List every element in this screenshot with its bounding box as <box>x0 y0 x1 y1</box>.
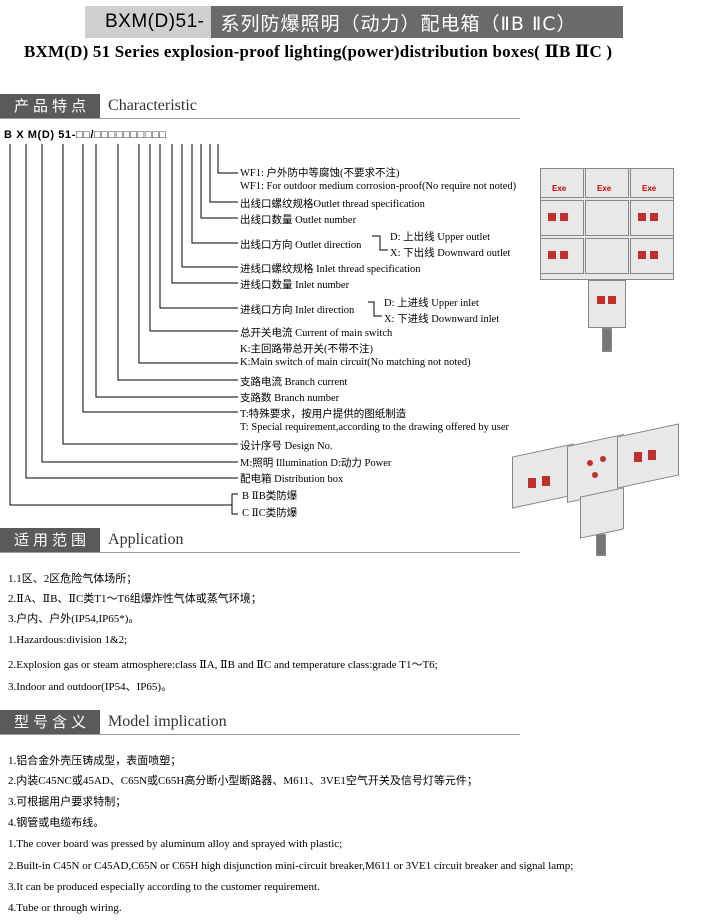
exe-mark: Exe <box>642 184 657 193</box>
application-item: 1.1区、2区危险气体场所； <box>8 573 138 585</box>
application-item: 2.Explosion gas or steam atmosphere:clas… <box>8 659 438 671</box>
label-wf1-cn: WF1: 户外防中等腐蚀(不要求不注) <box>240 168 400 179</box>
section-divider <box>0 118 520 119</box>
model-code-tree <box>9 144 388 515</box>
model-item: 3.可根据用户要求特制； <box>8 796 127 808</box>
exe-mark: Exe <box>597 184 612 193</box>
model-title: Model implication <box>108 713 227 730</box>
label-class-c: C ⅡC类防爆 <box>242 508 298 519</box>
label-inlet-thread: 进线口螺纹规格 Inlet thread specification <box>240 264 421 275</box>
model-item: 3.It can be produced especially accordin… <box>8 881 320 893</box>
label-inlet-x: X: 下进线 Downward inlet <box>384 314 500 325</box>
product-image-cross <box>512 423 692 556</box>
label-outlet-direction: 出线口方向 Outlet direction <box>240 240 362 251</box>
label-inlet-number: 进线口数量 Inlet number <box>240 280 350 291</box>
label-inlet-direction: 进线口方向 Inlet direction <box>240 305 355 316</box>
model-item: 2.内装C45NC或45AD、C65N或C65H高分断小型断路器、M611、3V… <box>8 775 478 787</box>
label-outlet-number: 出线口数量 Outlet number <box>240 215 357 226</box>
model-header: 型号含义 Model implication <box>0 710 227 734</box>
model-item: 4.钢管或电缆布线。 <box>8 817 105 829</box>
section-divider <box>0 552 520 553</box>
model-item: 1.铝合金外壳压铸成型，表面喷塑； <box>8 755 182 767</box>
application-item: 2.ⅡA、ⅡB、ⅡC类T1～T6组爆炸性气体或蒸气环境； <box>8 593 262 605</box>
label-m-d: M:照明 Illumination D:动力 Power <box>240 458 392 469</box>
model-item: 2.Built-in C45N or C45AD,C65N or C65H hi… <box>8 860 574 872</box>
model-item: 4.Tube or through wiring. <box>8 902 122 914</box>
title-cn: 系列防爆照明（动力）配电箱（ⅡB ⅡC） <box>210 6 623 38</box>
label-inlet-d: D: 上进线 Upper inlet <box>384 298 479 309</box>
label-branch-current: 支路电流 Branch current <box>240 377 348 388</box>
label-outlet-d: D: 上出线 Upper outlet <box>390 232 491 243</box>
label-t-en: T: Special requirement,according to the … <box>240 422 509 433</box>
label-main-switch-current: 总开关电流 Current of main switch <box>240 328 393 339</box>
label-t-cn: T:特殊要求，按用户提供的图纸制造 <box>240 409 407 420</box>
model-item: 1.The cover board was pressed by aluminu… <box>8 838 343 850</box>
label-wf1-en: WF1: For outdoor medium corrosion-proof(… <box>240 181 517 192</box>
characteristic-header: 产品特点 Characteristic <box>0 94 197 118</box>
title-banner: BXM(D)51- 系列防爆照明（动力）配电箱（ⅡB ⅡC） <box>85 6 623 38</box>
label-branch-number: 支路数 Branch number <box>240 393 340 404</box>
application-item: 1.Hazardous:division 1&2; <box>8 634 128 646</box>
model-code: B X M(D) 51-□□/□□□□□□□□□□ <box>4 129 167 141</box>
model-tag: 型号含义 <box>0 710 101 734</box>
application-item: 3.户内、户外(IP54,IP65*)。 <box>8 613 140 625</box>
label-k-en: K:Main switch of main circuit(No matchin… <box>240 357 471 368</box>
characteristic-title: Characteristic <box>108 97 197 114</box>
subtitle: BXM(D) 51 Series explosion-proof lightin… <box>24 42 613 61</box>
application-header: 适用范围 Application <box>0 528 184 552</box>
application-title: Application <box>108 531 184 548</box>
label-outlet-thread: 出线口螺纹规格Outlet thread specification <box>240 199 425 210</box>
product-image-vertical: Exe Exe Exe <box>540 168 675 358</box>
label-outlet-x: X: 下出线 Downward outlet <box>390 248 511 259</box>
title-model: BXM(D)51- <box>85 6 211 38</box>
label-k-cn: K:主回路带总开关(不带不注) <box>240 344 373 355</box>
characteristic-tag: 产品特点 <box>0 94 101 118</box>
label-distribution-box: 配电箱 Distribution box <box>240 474 344 485</box>
exe-mark: Exe <box>552 184 567 193</box>
application-tag: 适用范围 <box>0 528 101 552</box>
label-design-no: 设计序号 Design No. <box>240 441 333 452</box>
application-item: 3.Indoor and outdoor(IP54、IP65)。 <box>8 681 173 693</box>
label-class-b: B ⅡB类防爆 <box>242 491 298 502</box>
section-divider <box>0 734 520 735</box>
